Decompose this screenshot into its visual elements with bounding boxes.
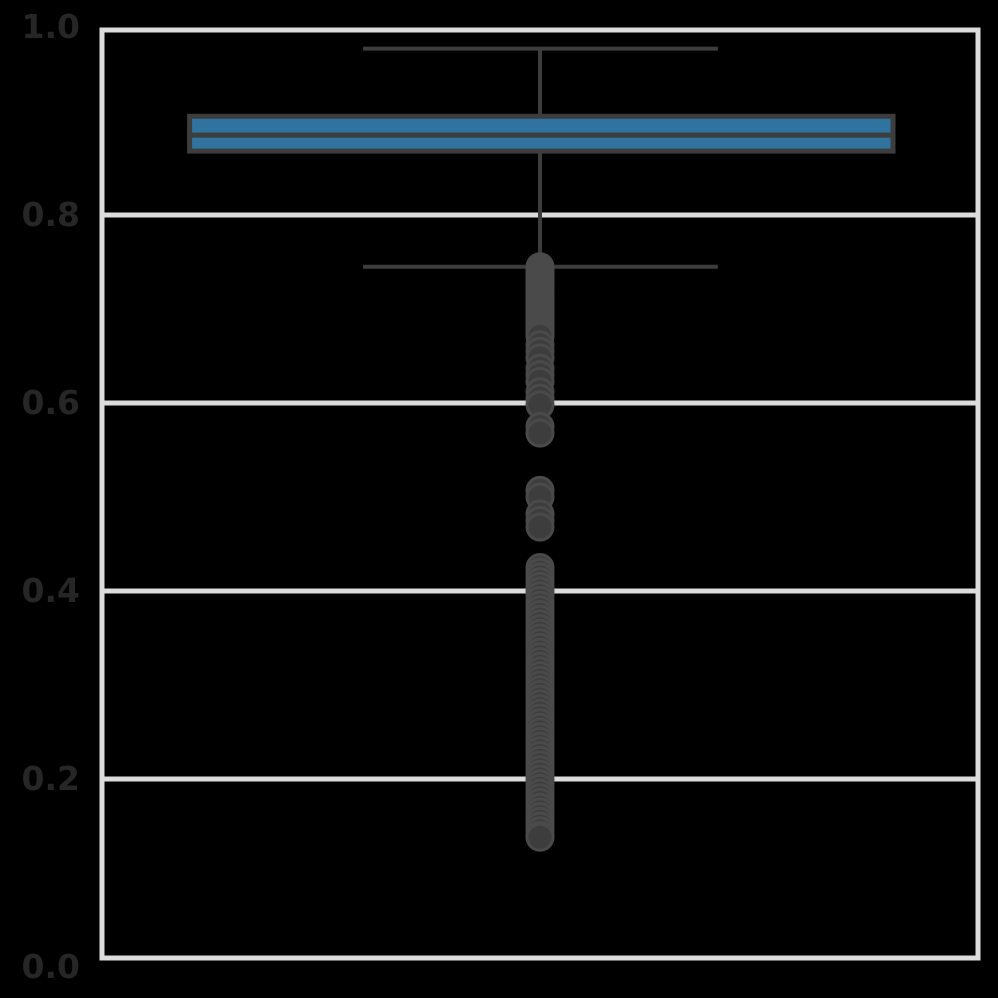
boxplot-outliers-group: [525, 252, 555, 852]
outlier-point: [525, 418, 555, 448]
axes-frame: [99, 27, 981, 961]
y-tick-label-0.4: 0.4: [21, 571, 80, 610]
axes-spine-rect: [99, 27, 981, 961]
y-tick-label-1.0: 1.0: [21, 7, 80, 46]
y-tick-label-0.2: 0.2: [21, 759, 80, 798]
y-tick-label-0.6: 0.6: [21, 383, 80, 422]
y-tick-label-0.0: 0.0: [21, 947, 80, 986]
y-tick-label-0.8: 0.8: [21, 195, 80, 234]
boxplot-box-group: [187, 46, 896, 269]
outlier-point: [525, 822, 555, 852]
outlier-point: [525, 512, 555, 542]
